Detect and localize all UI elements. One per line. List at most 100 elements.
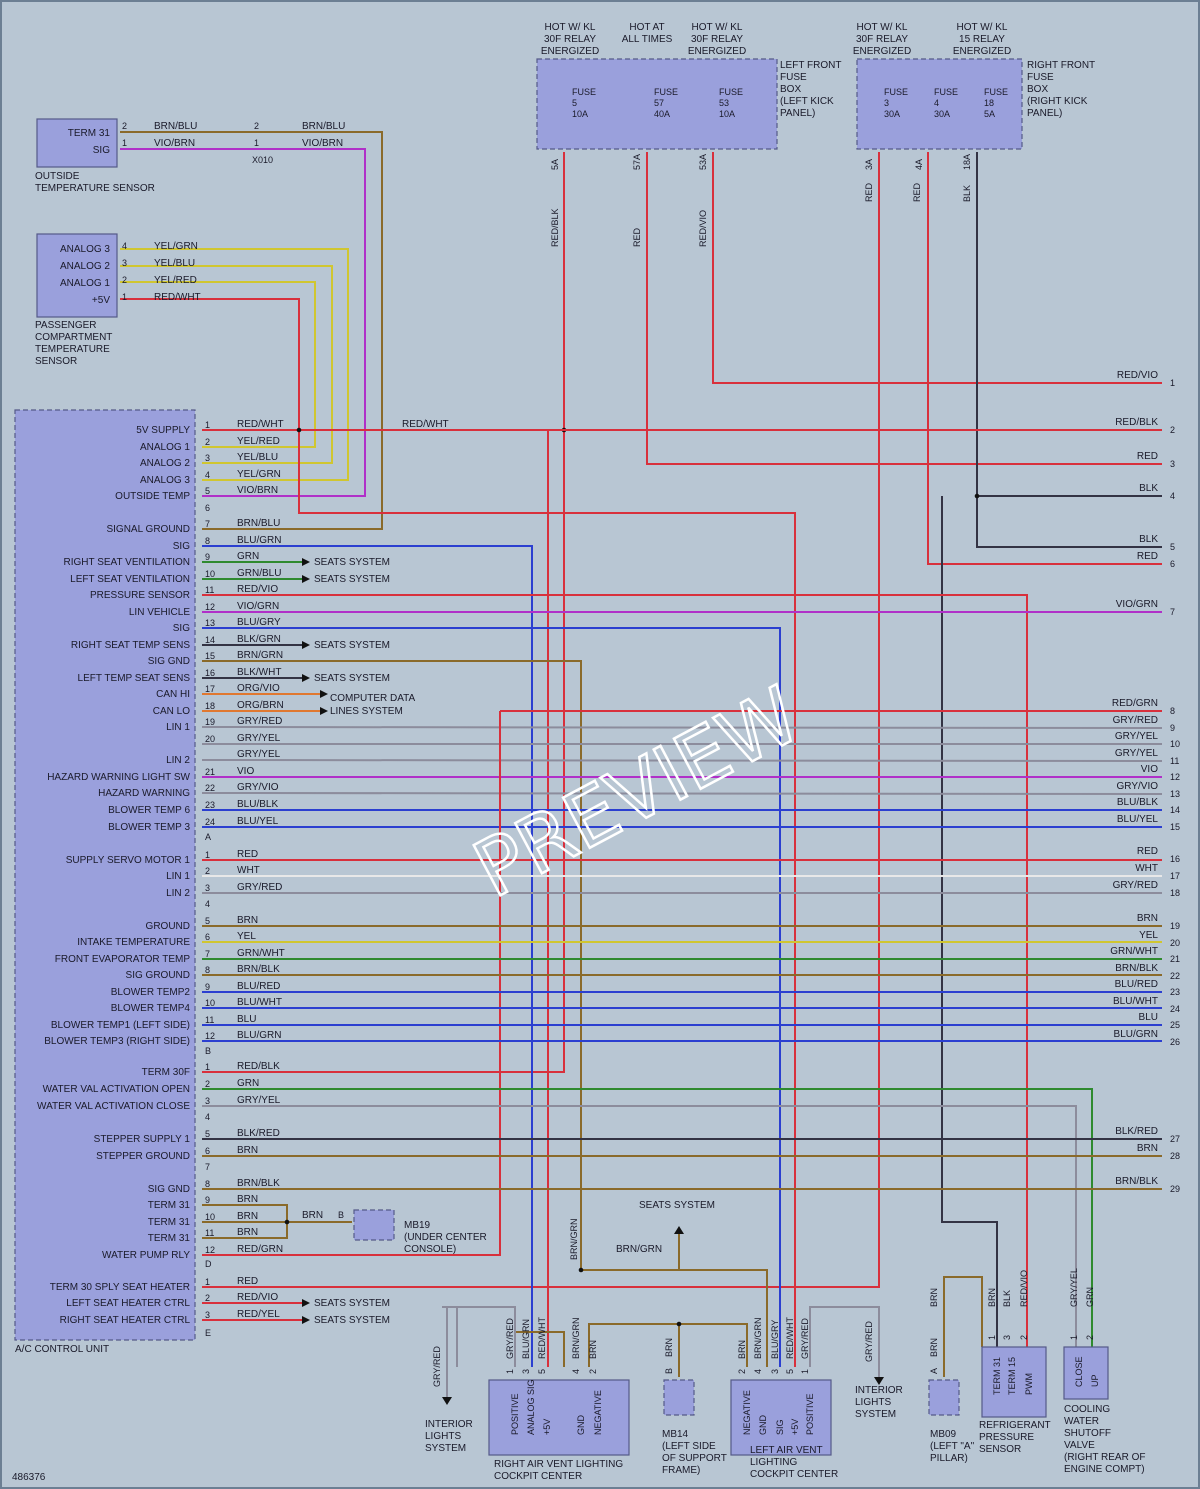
label-text: 2 bbox=[1019, 1335, 1029, 1340]
label-text: RIGHT SEAT VENTILATION bbox=[63, 557, 190, 568]
left-front-fuse-box bbox=[536, 58, 778, 150]
label-text: 1 bbox=[205, 420, 210, 430]
label-text: 13 bbox=[1170, 789, 1180, 799]
label-text: FUSE bbox=[1027, 72, 1054, 83]
label-text: ENERGIZED bbox=[853, 46, 911, 57]
label-text: 8 bbox=[205, 536, 210, 546]
label-text: YEL/RED bbox=[237, 436, 280, 447]
label-text: BRN/BLU bbox=[237, 518, 280, 529]
label-text: BLU/RED bbox=[1115, 979, 1158, 990]
label-text: VIO/BRN bbox=[154, 138, 195, 149]
label-text: COMPUTER DATA bbox=[330, 693, 416, 704]
label-text: ANALOG 1 bbox=[60, 278, 110, 289]
label-text: GRY/YEL bbox=[237, 1095, 281, 1106]
label-text: SEATS SYSTEM bbox=[314, 557, 390, 568]
label-text: BRN bbox=[929, 1288, 939, 1307]
label-text: BRN bbox=[237, 1194, 258, 1205]
label-text: 1 bbox=[800, 1369, 810, 1374]
label-text: SHUTOFF bbox=[1064, 1428, 1111, 1439]
label-text: LIGHTING bbox=[750, 1457, 797, 1468]
label-text: 3 bbox=[205, 453, 210, 463]
label-text: 5 bbox=[572, 98, 577, 108]
label-text: 10A bbox=[572, 109, 588, 119]
label-text: 53 bbox=[719, 98, 729, 108]
label-text: LEFT SEAT HEATER CTRL bbox=[66, 1298, 190, 1309]
ac-control-unit-box bbox=[14, 409, 196, 1341]
label-text: 3 bbox=[205, 1096, 210, 1106]
label-text: 19 bbox=[205, 717, 215, 727]
label-text: ANALOG 3 bbox=[60, 244, 110, 255]
label-text: BRN/BLK bbox=[237, 964, 280, 975]
label-text: BLK bbox=[1139, 534, 1158, 545]
label-text: CONSOLE) bbox=[404, 1244, 456, 1255]
label-text: SEATS SYSTEM bbox=[639, 1200, 715, 1211]
label-text: RIGHT SEAT HEATER CTRL bbox=[60, 1315, 191, 1326]
label-text: RED/VIO bbox=[698, 210, 708, 247]
label-text: PASSENGER bbox=[35, 320, 97, 331]
label-text: FUSE bbox=[780, 72, 807, 83]
label-text: TERM 31 bbox=[148, 1233, 191, 1244]
label-text: RED/VIO bbox=[1117, 370, 1158, 381]
label-text: 12 bbox=[1170, 772, 1180, 782]
label-text: YEL/GRN bbox=[154, 241, 198, 252]
label-text: 25 bbox=[1170, 1020, 1180, 1030]
label-text: 2 bbox=[737, 1369, 747, 1374]
label-text: ORG/BRN bbox=[237, 700, 284, 711]
label-text: BLU/GRN bbox=[237, 535, 281, 546]
label-text: RED/WHT bbox=[154, 292, 201, 303]
label-text: BRN/BLU bbox=[302, 121, 345, 132]
label-text: SEATS SYSTEM bbox=[314, 1298, 390, 1309]
label-text: WATER bbox=[1064, 1416, 1099, 1427]
wire-a11 bbox=[202, 594, 1028, 1347]
label-text: WHT bbox=[237, 865, 260, 876]
label-text: 30F RELAY bbox=[544, 34, 596, 45]
label-text: GRY/RED bbox=[432, 1346, 442, 1387]
label-text: +5V bbox=[790, 1419, 800, 1435]
label-text: 4 bbox=[1170, 491, 1175, 501]
label-text: FUSE bbox=[884, 87, 908, 97]
wire-brn-bus bbox=[588, 1323, 748, 1367]
label-text: 11 bbox=[205, 1015, 214, 1025]
label-text: BRN bbox=[987, 1288, 997, 1307]
label-text: CLOSE bbox=[1074, 1356, 1084, 1387]
label-text: 10 bbox=[205, 998, 215, 1008]
label-text: HAZARD WARNING LIGHT SW bbox=[47, 772, 190, 783]
label-text: GRY/VIO bbox=[1117, 781, 1159, 792]
label-text: 5 bbox=[537, 1369, 547, 1374]
label-text: SIG GND bbox=[148, 1184, 190, 1195]
label-text: RED bbox=[864, 182, 874, 202]
label-text: 15 bbox=[205, 651, 215, 661]
label-text: 3 bbox=[884, 98, 889, 108]
label-text: INTERIOR bbox=[425, 1419, 473, 1430]
label-text: BRN bbox=[1137, 913, 1158, 924]
label-text: 10A bbox=[719, 109, 735, 119]
splice-dot bbox=[284, 1219, 290, 1225]
label-text: 24 bbox=[1170, 1004, 1180, 1014]
label-text: RED/YEL bbox=[237, 1309, 280, 1320]
label-text: RED/GRN bbox=[1112, 698, 1158, 709]
label-text: 1 bbox=[987, 1335, 997, 1340]
label-text: GRY/YEL bbox=[1115, 748, 1159, 759]
label-text: BRN bbox=[237, 1227, 258, 1238]
wire-fuse3 bbox=[202, 152, 880, 1288]
label-text: ANALOG SIG bbox=[526, 1379, 536, 1435]
label-text: RED/VIO bbox=[1019, 1270, 1029, 1307]
label-text: 2 bbox=[1085, 1335, 1095, 1340]
label-text: 13 bbox=[205, 618, 215, 628]
splice-dot bbox=[974, 493, 980, 499]
label-text: 6 bbox=[205, 503, 210, 513]
left-air-vent-box bbox=[730, 1379, 832, 1456]
label-text: TERM 31 bbox=[992, 1357, 1002, 1395]
label-text: +5V bbox=[92, 295, 110, 306]
label-text: BLU/WHT bbox=[1113, 996, 1158, 1007]
label-text: GRY/YEL bbox=[1069, 1268, 1079, 1307]
label-text: LIN 1 bbox=[166, 722, 190, 733]
wire-interior-l bbox=[442, 1306, 458, 1312]
label-text: 1 bbox=[1069, 1335, 1079, 1340]
label-text: SEATS SYSTEM bbox=[314, 640, 390, 651]
label-text: 2 bbox=[122, 121, 127, 131]
label-text: BLK bbox=[962, 185, 972, 202]
label-text: B bbox=[664, 1368, 674, 1374]
label-text: WHT bbox=[1135, 863, 1158, 874]
label-text: GRY/YEL bbox=[237, 749, 281, 760]
